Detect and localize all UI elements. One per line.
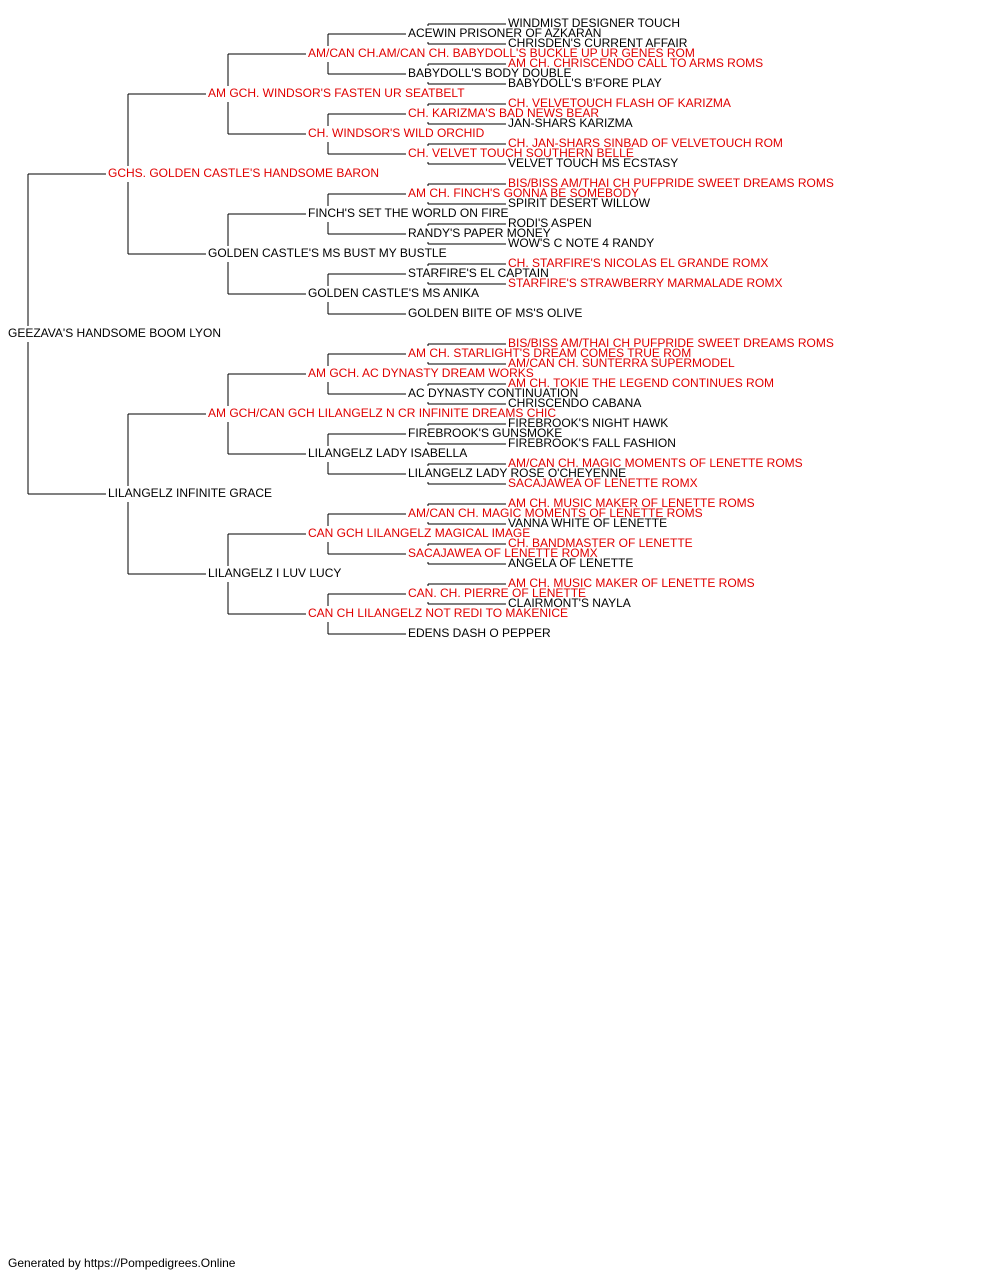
- ancestor-name[interactable]: ANGELA OF LENETTE: [508, 556, 633, 570]
- ancestor-name[interactable]: WINDMIST DESIGNER TOUCH: [508, 16, 680, 30]
- ancestor-name[interactable]: BIS/BISS AM/THAI CH PUFPRIDE SWEET DREAM…: [508, 336, 834, 350]
- ancestor-name[interactable]: SACAJAWEA OF LENETTE ROMX: [408, 546, 598, 560]
- ancestor-name[interactable]: AM CH. MUSIC MAKER OF LENETTE ROMS: [508, 496, 755, 510]
- ancestor-name[interactable]: WOW'S C NOTE 4 RANDY: [508, 236, 654, 250]
- ancestor-name[interactable]: AM GCH. WINDSOR'S FASTEN UR SEATBELT: [208, 86, 465, 100]
- ancestor-name[interactable]: AM GCH/CAN GCH LILANGELZ N CR INFINITE D…: [208, 406, 556, 420]
- ancestor-name[interactable]: CAN GCH LILANGELZ MAGICAL IMAGE: [308, 526, 530, 540]
- ancestor-name[interactable]: ACEWIN PRISONER OF AZKARAN: [408, 26, 601, 40]
- ancestor-name[interactable]: AC DYNASTY CONTINUATION: [408, 386, 578, 400]
- ancestor-name[interactable]: AM/CAN CH. MAGIC MOMENTS OF LENETTE ROMS: [508, 456, 803, 470]
- footer-credit: Generated by https://Pompedigrees.Online: [8, 1256, 236, 1270]
- ancestor-name[interactable]: CAN CH LILANGELZ NOT REDI TO MAKENICE: [308, 606, 568, 620]
- ancestor-name[interactable]: EDENS DASH O PEPPER: [408, 626, 551, 640]
- ancestor-name[interactable]: AM CH. MUSIC MAKER OF LENETTE ROMS: [508, 576, 755, 590]
- ancestor-name[interactable]: GOLDEN CASTLE'S MS ANIKA: [308, 286, 479, 300]
- ancestor-name[interactable]: STARFIRE'S EL CAPTAIN: [408, 266, 549, 280]
- ancestor-name[interactable]: BIS/BISS AM/THAI CH PUFPRIDE SWEET DREAM…: [508, 176, 834, 190]
- ancestor-name[interactable]: LILANGELZ LADY ROSE O'CHEYENNE: [408, 466, 626, 480]
- ancestor-name[interactable]: CAN. CH. PIERRE OF LENETTE: [408, 586, 586, 600]
- ancestor-name[interactable]: SPIRIT DESERT WILLOW: [508, 196, 651, 210]
- ancestor-name[interactable]: CH. JAN-SHARS SINBAD OF VELVETOUCH ROM: [508, 136, 783, 150]
- ancestor-name[interactable]: AM/CAN CH.AM/CAN CH. BABYDOLL'S BUCKLE U…: [308, 46, 695, 60]
- ancestor-name[interactable]: FINCH'S SET THE WORLD ON FIRE: [308, 206, 509, 220]
- ancestor-name[interactable]: AM CH. TOKIE THE LEGEND CONTINUES ROM: [508, 376, 774, 390]
- ancestor-name[interactable]: GCHS. GOLDEN CASTLE'S HANDSOME BARON: [108, 166, 379, 180]
- ancestor-name[interactable]: AM CH. STARLIGHT'S DREAM COMES TRUE ROM: [408, 346, 691, 360]
- ancestor-name[interactable]: CHRISCENDO CABANA: [508, 396, 641, 410]
- ancestor-name[interactable]: SACAJAWEA OF LENETTE ROMX: [508, 476, 698, 490]
- ancestor-name[interactable]: AM CH. FINCH'S GONNA BE SOMEBODY: [408, 186, 639, 200]
- ancestor-name[interactable]: FIREBROOK'S GUNSMOKE: [408, 426, 562, 440]
- ancestor-name[interactable]: AM/CAN CH. SUNTERRA SUPERMODEL: [508, 356, 735, 370]
- ancestor-name[interactable]: CLAIRMONT'S NAYLA: [508, 596, 631, 610]
- ancestor-name[interactable]: BABYDOLL'S B'FORE PLAY: [508, 76, 662, 90]
- ancestor-name[interactable]: CHRISDEN'S CURRENT AFFAIR: [508, 36, 688, 50]
- ancestor-name[interactable]: LILANGELZ I LUV LUCY: [208, 566, 341, 580]
- ancestor-name[interactable]: GOLDEN BIITE OF MS'S OLIVE: [408, 306, 582, 320]
- ancestor-name[interactable]: AM CH. CHRISCENDO CALL TO ARMS ROMS: [508, 56, 763, 70]
- ancestor-name[interactable]: FIREBROOK'S NIGHT HAWK: [508, 416, 668, 430]
- ancestor-name[interactable]: STARFIRE'S STRAWBERRY MARMALADE ROMX: [508, 276, 783, 290]
- ancestor-name[interactable]: RANDY'S PAPER MONEY: [408, 226, 551, 240]
- ancestor-name[interactable]: BABYDOLL'S BODY DOUBLE: [408, 66, 571, 80]
- ancestor-name[interactable]: GOLDEN CASTLE'S MS BUST MY BUSTLE: [208, 246, 447, 260]
- ancestor-name[interactable]: LILANGELZ INFINITE GRACE: [108, 486, 272, 500]
- ancestor-name[interactable]: CH. BANDMASTER OF LENETTE: [508, 536, 693, 550]
- ancestor-name[interactable]: CH. WINDSOR'S WILD ORCHID: [308, 126, 485, 140]
- ancestor-name[interactable]: JAN-SHARS KARIZMA: [508, 116, 633, 130]
- ancestor-name[interactable]: CH. KARIZMA'S BAD NEWS BEAR: [408, 106, 599, 120]
- ancestor-name[interactable]: RODI'S ASPEN: [508, 216, 592, 230]
- ancestor-name[interactable]: AM/CAN CH. MAGIC MOMENTS OF LENETTE ROMS: [408, 506, 703, 520]
- ancestor-name[interactable]: FIREBROOK'S FALL FASHION: [508, 436, 676, 450]
- ancestor-name[interactable]: LILANGELZ LADY ISABELLA: [308, 446, 467, 460]
- ancestor-name[interactable]: CH. VELVET TOUCH SOUTHERN BELLE: [408, 146, 634, 160]
- pedigree-tree: GEEZAVA'S HANDSOME BOOM LYON GCHS. GOLDEN…: [8, 16, 834, 640]
- ancestor-name[interactable]: CH. VELVETOUCH FLASH OF KARIZMA: [508, 96, 731, 110]
- subject-dog-name[interactable]: GEEZAVA'S HANDSOME BOOM LYON: [8, 326, 221, 340]
- ancestor-name[interactable]: CH. STARFIRE'S NICOLAS EL GRANDE ROMX: [508, 256, 768, 270]
- ancestor-name[interactable]: VANNA WHITE OF LENETTE: [508, 516, 667, 530]
- ancestor-name[interactable]: AM GCH. AC DYNASTY DREAM WORKS: [308, 366, 534, 380]
- ancestor-name[interactable]: VELVET TOUCH MS ECSTASY: [508, 156, 678, 170]
